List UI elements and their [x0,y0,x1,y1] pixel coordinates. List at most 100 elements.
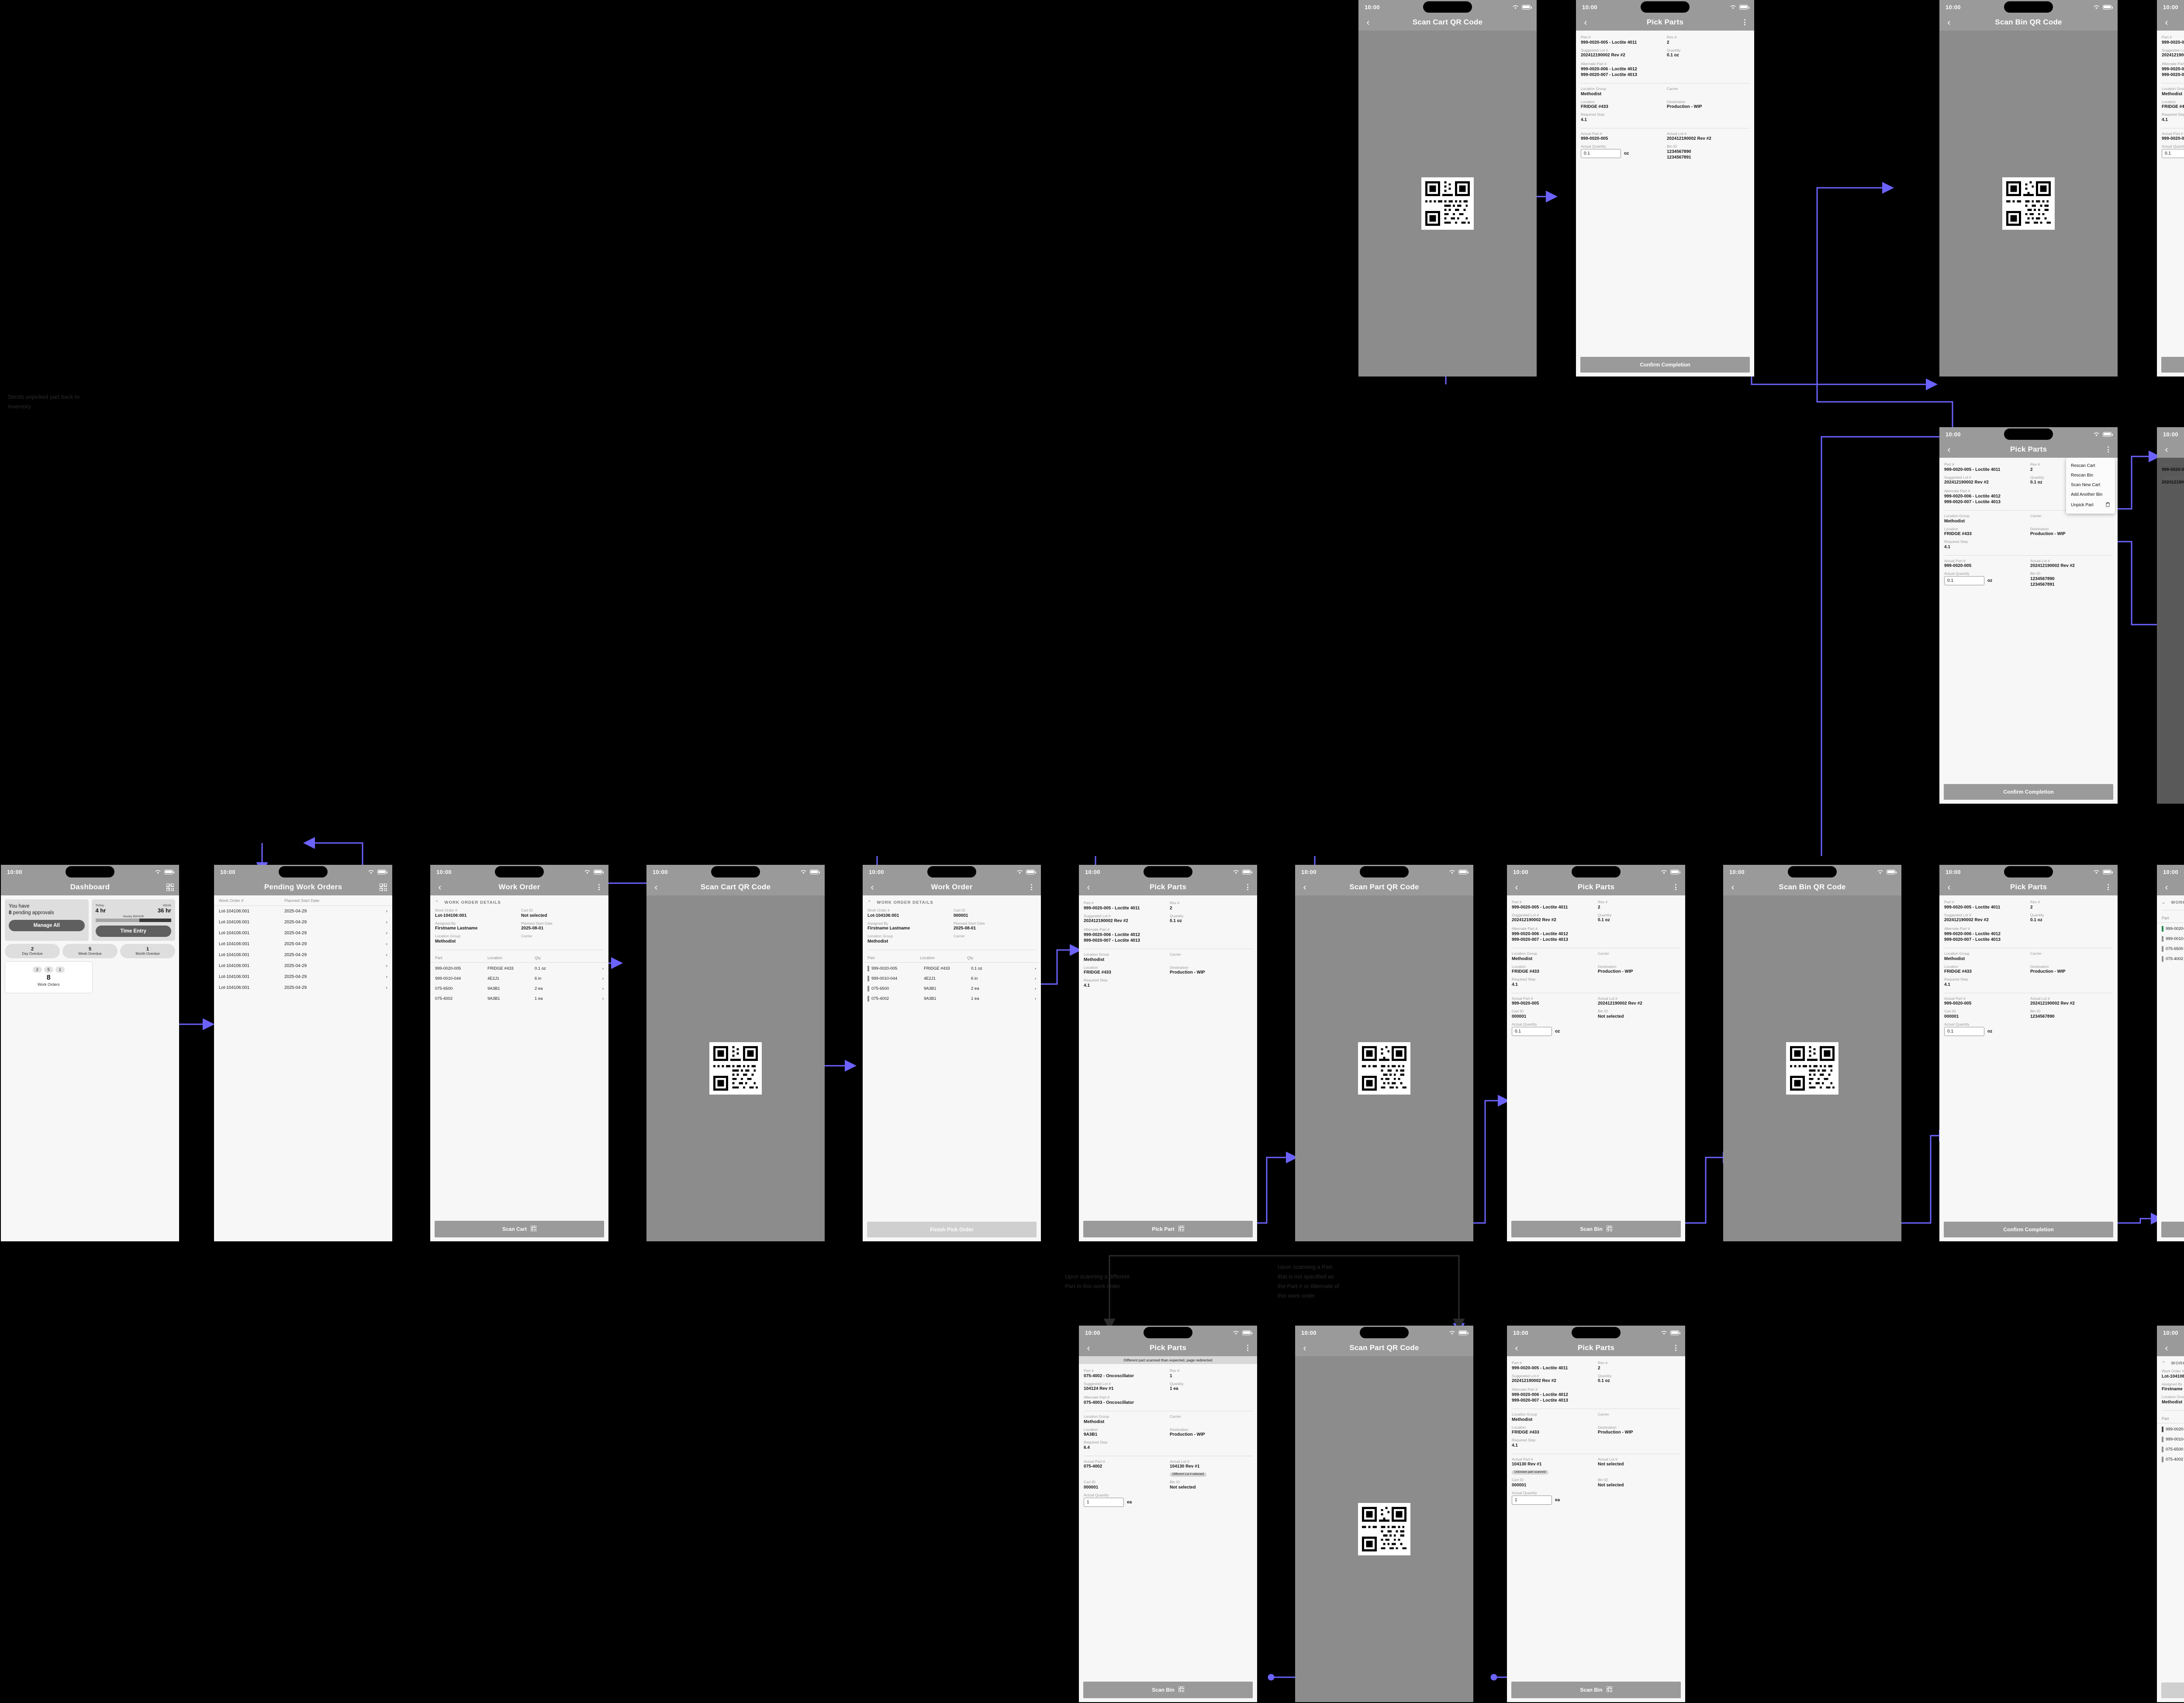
actual-quantity-input[interactable] [1944,576,1984,585]
confirm-completion-button[interactable]: Confirm Completion [2161,357,2184,373]
kebab-menu-icon[interactable] [1671,884,1680,890]
back-icon[interactable]: ‹ [1584,17,1587,28]
table-row[interactable]: 075-65009A3B150 ea› [2157,1444,2184,1454]
hamburger-menu-icon[interactable] [219,884,228,890]
confirm-completion-button[interactable]: Confirm Completion [1580,357,1750,373]
camera-viewport[interactable] [1939,31,2118,377]
camera-viewport[interactable] [1358,31,1537,377]
back-icon[interactable]: ‹ [2165,17,2168,28]
section-header-wo-details[interactable]: ⌃WORK ORDER DETAILS [430,895,608,908]
camera-viewport[interactable] [646,895,825,1241]
actual-quantity-input[interactable] [1581,149,1621,158]
kebab-menu-icon[interactable] [2104,446,2112,453]
notch [2004,1,2053,13]
finish-pick-order-button[interactable]: Finish Pick Order [2161,1222,2184,1237]
table-row[interactable]: 075-40029A3B1100 ea› [2157,1454,2184,1465]
back-icon[interactable]: ‹ [1303,1343,1306,1353]
table-row[interactable]: 999-0010-0444E2J172 in› [2157,1434,2184,1444]
section-header-wo-details[interactable]: ⌃WORK ORDER DETAILS [863,895,1041,908]
scan-cart-button[interactable]: Scan Cart [435,1221,604,1237]
back-icon[interactable]: ‹ [2165,1343,2168,1353]
actual-quantity-input[interactable] [1512,1026,1552,1036]
back-icon[interactable]: ‹ [2165,444,2168,455]
scan-bin-button[interactable]: Scan Bin [1511,1221,1681,1237]
kebab-menu-icon[interactable] [594,884,603,890]
back-icon[interactable]: ‹ [2165,882,2168,892]
section-title: WORK ORDER DETAILS [877,900,933,905]
menu-item-unpick-part[interactable]: Unpick Part [2066,499,2115,511]
actual-quantity-input[interactable] [1512,1495,1552,1505]
kebab-menu-icon[interactable] [2104,884,2112,890]
kebab-menu-icon[interactable] [1671,1345,1680,1351]
camera-viewport[interactable] [1295,895,1473,1241]
back-icon[interactable]: ‹ [1947,882,1951,892]
actual-quantity-input[interactable] [2162,149,2184,158]
back-icon[interactable]: ‹ [1947,17,1951,28]
back-icon[interactable]: ‹ [1515,882,1518,892]
section-header-wo-details[interactable]: ⌃WORK ORDER DETAILS [2157,1356,2184,1369]
qr-scan-icon[interactable] [380,883,387,891]
finish-pick-order-button[interactable]: Finish Pick Order [867,1222,1037,1237]
back-icon[interactable]: ‹ [1947,444,1951,455]
back-icon[interactable]: ‹ [871,882,874,892]
kebab-menu-icon[interactable] [1740,19,1749,25]
field-value-suggested-lot: 104124 Rev #1 [1084,1386,1114,1392]
menu-item-add-another-bin[interactable]: Add Another Bin [2071,492,2103,497]
back-icon[interactable]: ‹ [1366,17,1370,28]
back-icon[interactable]: ‹ [1303,882,1306,892]
kebab-menu-icon[interactable] [1243,1345,1252,1351]
hamburger-menu-icon[interactable] [6,884,15,890]
manage-all-button[interactable]: Manage All [9,920,85,932]
camera-viewport[interactable] [1295,1356,1473,1702]
kebab-menu-icon[interactable] [1243,884,1252,890]
back-icon[interactable]: ‹ [438,882,442,892]
scan-bin-button[interactable]: Scan Bin [1511,1682,1681,1698]
menu-item-rescan-bin[interactable]: Rescan Bin [2071,473,2094,478]
confirm-completion-button[interactable]: Confirm Completion [1944,784,2113,800]
back-icon[interactable]: ‹ [654,882,658,892]
kebab-menu-icon[interactable] [1027,884,1036,890]
camera-viewport[interactable] [1723,895,1901,1241]
menu-item-rescan-cart[interactable]: Rescan Cart [2071,463,2095,468]
actual-quantity-input[interactable] [1944,1026,1984,1036]
confirm-completion-button[interactable]: Confirm Completion [1944,1222,2113,1237]
back-icon[interactable]: ‹ [1731,882,1735,892]
confirm-pick-order-button[interactable]: Confirm Pick Order [2161,1682,2184,1698]
menu-item-scan-new-cart[interactable]: Scan New Cart [2071,482,2101,487]
qr-scan-icon[interactable] [166,883,174,891]
back-icon[interactable]: ‹ [1515,1343,1518,1353]
time-entry-button[interactable]: Time Entry [95,926,171,937]
back-icon[interactable]: ‹ [1087,882,1090,892]
actual-quantity-input[interactable] [1084,1497,1124,1507]
back-icon[interactable]: ‹ [1087,1343,1090,1353]
scan-bin-button[interactable]: Scan Bin [1083,1682,1253,1698]
pick-part-button[interactable]: Pick Part [1083,1221,1253,1237]
section-header-wo-details[interactable]: ⌄WORK ORDER DETAILS [2157,895,2184,908]
field-label-carrier: Carrier [1598,1412,1609,1416]
